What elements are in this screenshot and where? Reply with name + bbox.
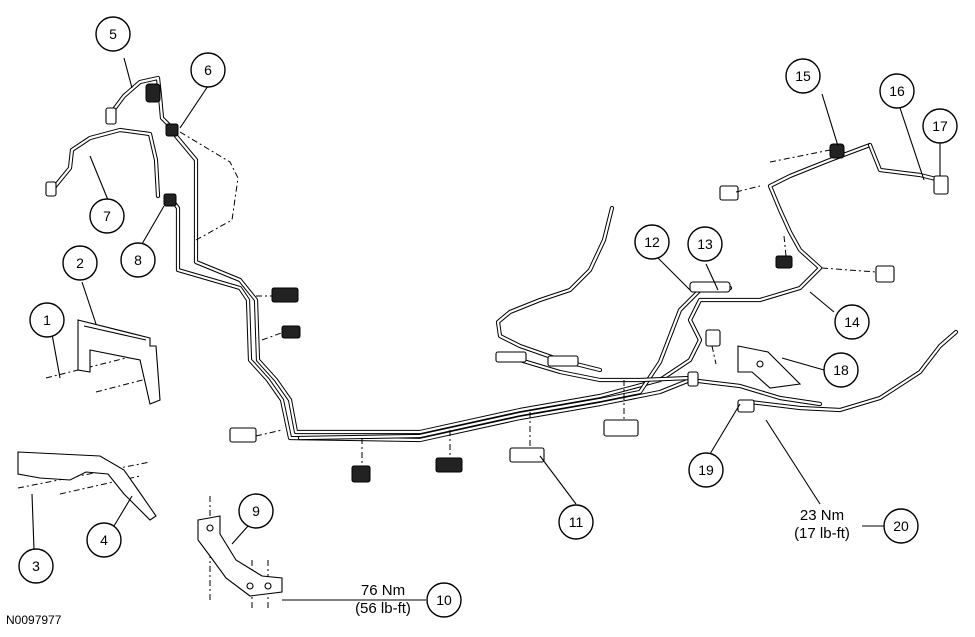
callout-13: 13 [687, 226, 723, 262]
callout-14: 14 [834, 304, 870, 340]
callout-18: 18 [823, 352, 859, 388]
callout-4: 4 [86, 522, 122, 558]
callout-13-label: 13 [697, 236, 713, 252]
callout-16: 16 [879, 73, 915, 109]
callout-8-label: 8 [134, 252, 142, 268]
left-hose-assemblies [45, 75, 179, 207]
callout-20-label: 20 [893, 518, 909, 534]
callout-10: 10 [426, 582, 462, 618]
callout-1: 1 [29, 302, 65, 338]
callout-6-label: 6 [204, 62, 212, 78]
callout-14-label: 14 [844, 314, 860, 330]
callout-3-label: 3 [32, 558, 40, 574]
figure-id: N0097977 [6, 613, 62, 627]
torque-20-nm: 23 Nm [800, 507, 844, 524]
callout-4-label: 4 [100, 532, 108, 548]
callout-10-label: 10 [436, 592, 452, 608]
main-brake-tube-assembly [169, 133, 943, 443]
parking-brake-cables [495, 205, 959, 413]
bracket-18-part [737, 345, 802, 389]
torque-10-nm: 76 Nm [361, 582, 405, 599]
callout-5: 5 [95, 16, 131, 52]
shield-4-part [17, 451, 157, 521]
callout-19-label: 19 [698, 462, 714, 478]
torque-spec-20: 23 Nm (17 lb-ft) [794, 507, 850, 542]
callout-9: 9 [238, 493, 274, 529]
callout-16-label: 16 [889, 83, 905, 99]
callout-9-label: 9 [252, 503, 260, 519]
callout-7-label: 7 [103, 208, 111, 224]
tube-clips [229, 143, 949, 483]
callout-17: 17 [922, 108, 958, 144]
callout-6: 6 [190, 52, 226, 88]
callout-7: 7 [89, 198, 125, 234]
callout-2: 2 [62, 245, 98, 281]
callout-18-label: 18 [833, 362, 849, 378]
bracket-9-part [197, 515, 283, 597]
torque-spec-10: 76 Nm (56 lb-ft) [355, 582, 411, 617]
callout-12: 12 [634, 224, 670, 260]
leader-lines [31, 57, 941, 601]
callout-5-label: 5 [109, 26, 117, 42]
callout-19: 19 [688, 452, 724, 488]
callout-1-label: 1 [43, 312, 51, 328]
callout-15: 15 [785, 58, 821, 94]
callout-12-label: 12 [644, 234, 660, 250]
torque-20-lbft: (17 lb-ft) [794, 525, 850, 542]
callout-15-label: 15 [795, 68, 811, 84]
callout-11: 11 [558, 504, 594, 540]
callout-2-label: 2 [76, 255, 84, 271]
callout-3: 3 [18, 548, 54, 584]
torque-10-lbft: (56 lb-ft) [355, 600, 411, 617]
callout-8: 8 [120, 242, 156, 278]
callout-11-label: 11 [569, 514, 584, 530]
callout-20: 20 [883, 508, 919, 544]
bracket-2-part [77, 319, 161, 405]
callout-17-label: 17 [932, 118, 948, 134]
